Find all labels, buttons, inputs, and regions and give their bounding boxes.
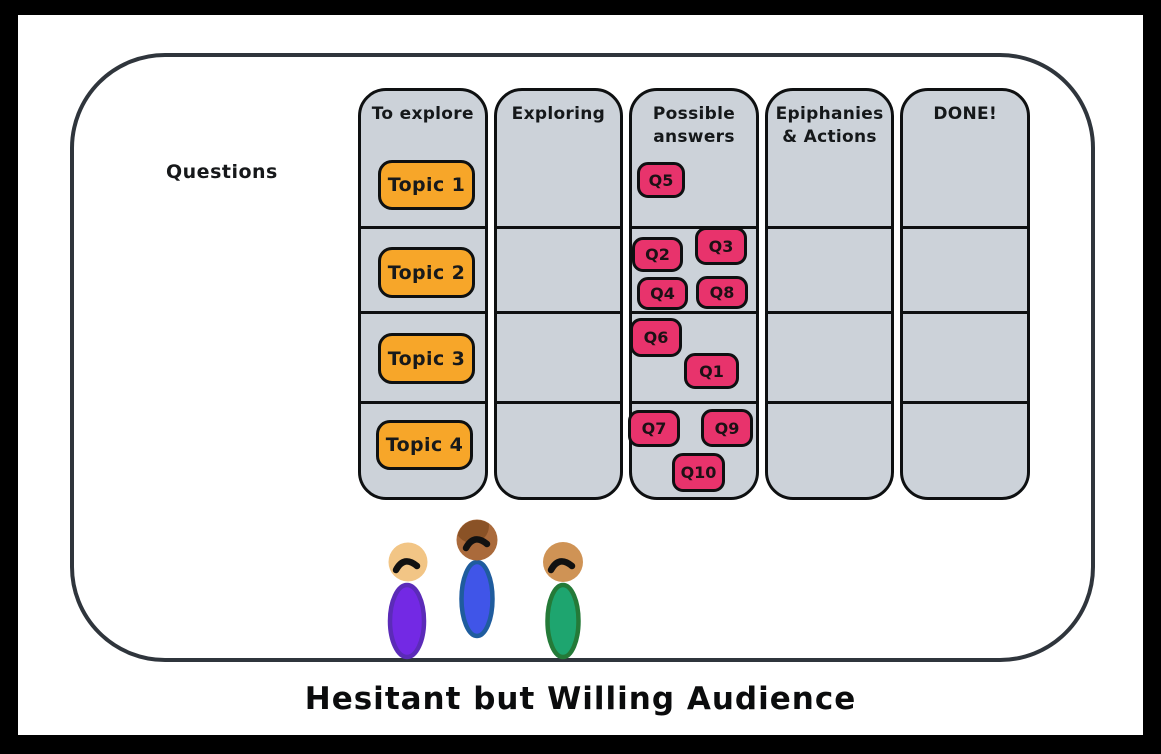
topic-card-topic-4[interactable]: Topic 4 [376, 420, 473, 470]
cell-exploring-row3 [496, 311, 621, 401]
column-header-exploring: Exploring [511, 104, 606, 124]
question-card-q3[interactable]: Q3 [695, 227, 747, 265]
topic-card-topic-1[interactable]: Topic 1 [378, 160, 475, 210]
column-done: DONE! [900, 88, 1030, 500]
column-epiphanies-actions: Epiphanies & Actions [764, 88, 895, 500]
person-purple [387, 542, 428, 660]
person-green-face-mark [547, 558, 576, 574]
question-card-q1[interactable]: Q1 [684, 353, 739, 389]
column-header-done: DONE! [933, 104, 997, 124]
cell-to-explore-row2 [361, 226, 485, 311]
cell-done-row2 [903, 226, 1027, 311]
question-card-q10[interactable]: Q10 [672, 453, 725, 492]
question-card-q6[interactable]: Q6 [630, 318, 682, 357]
person-blue-hair [457, 520, 489, 543]
column-exploring: Exploring [493, 88, 624, 500]
caption-title: Hesitant but Willing Audience [304, 681, 857, 717]
cell-possible-answers-row2 [632, 226, 756, 311]
cell-epiphanies-actions-row3 [767, 311, 892, 401]
question-card-q8[interactable]: Q8 [696, 276, 748, 309]
person-blue [456, 519, 498, 639]
person-blue-face-mark [462, 536, 491, 552]
cell-epiphanies-actions-row4 [767, 401, 892, 496]
person-blue-body [459, 559, 495, 639]
cell-possible-answers-row3 [632, 311, 756, 401]
cell-to-explore-row4 [361, 401, 485, 496]
person-green-body [545, 582, 581, 660]
whiteboard-canvas: Questions To explore Exploring Possible an… [18, 15, 1143, 735]
audience-people [387, 519, 583, 660]
question-card-q4[interactable]: Q4 [637, 277, 688, 310]
person-purple-body [387, 582, 427, 660]
column-header-epiphanies-actions: Epiphanies & Actions [775, 104, 884, 147]
person-green [543, 542, 583, 660]
question-card-q5[interactable]: Q5 [637, 162, 685, 198]
question-card-q9[interactable]: Q9 [701, 409, 753, 447]
column-header-to-explore: To explore [371, 104, 474, 124]
kanban-board: To explore Exploring Possible answers Epiph… [358, 88, 1030, 500]
person-purple-face-mark [392, 558, 421, 574]
topic-card-topic-3[interactable]: Topic 3 [378, 333, 475, 384]
questions-label: Questions [166, 161, 278, 183]
question-card-q7[interactable]: Q7 [628, 410, 680, 447]
cell-done-row3 [903, 311, 1027, 401]
cell-exploring-row2 [496, 226, 621, 311]
column-header-possible-answers: Possible answers [652, 104, 736, 147]
cell-to-explore-row3 [361, 311, 485, 401]
topic-card-topic-2[interactable]: Topic 2 [378, 247, 475, 298]
cell-exploring-row4 [496, 401, 621, 496]
question-card-q2[interactable]: Q2 [632, 237, 683, 272]
cell-done-row4 [903, 401, 1027, 496]
cell-epiphanies-actions-row2 [767, 226, 892, 311]
cell-possible-answers-row4 [632, 401, 756, 496]
